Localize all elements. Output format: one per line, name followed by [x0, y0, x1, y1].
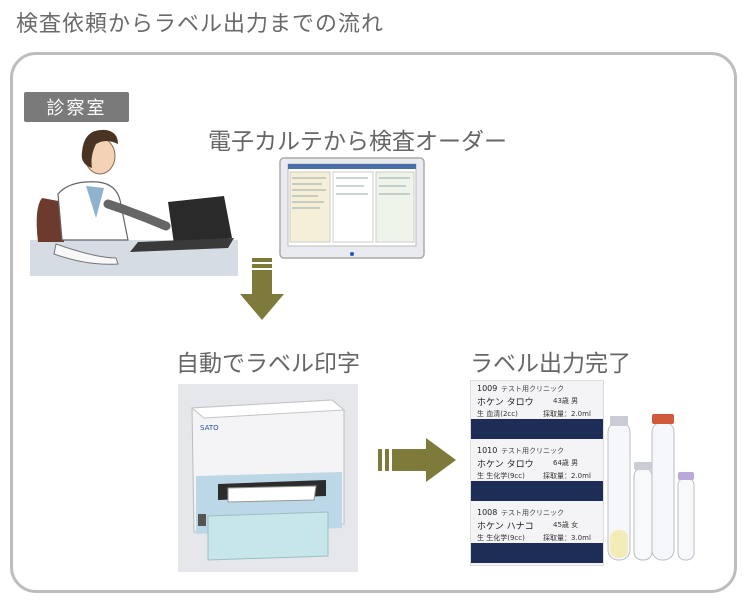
label-patient-name: ホケン ハナコ: [477, 522, 534, 532]
emr-panel-center: [332, 171, 374, 243]
label-age-sex: 64歳 男: [553, 459, 579, 467]
label-barcode-band: [471, 481, 603, 501]
label-number: 1010: [477, 446, 498, 455]
arm: [103, 199, 171, 231]
emr-panel-left: [289, 171, 331, 243]
label-clinic: テスト用クリニック: [501, 447, 564, 455]
label-sheet: 1009 テスト用クリニック ホケン タロウ 43歳 男 生 血清(2cc) 採…: [470, 380, 604, 566]
emr-text-lines: [292, 177, 410, 209]
label-item: 1009 テスト用クリニック ホケン タロウ 43歳 男 生 血清(2cc) 採…: [471, 381, 603, 441]
arrow-down-bar-2: [252, 264, 272, 268]
hair: [81, 129, 118, 168]
emr-monitor: [279, 157, 425, 259]
label-tube: 生 血清(2cc): [477, 410, 518, 418]
label-clinic: テスト用クリニック: [501, 385, 564, 393]
power-led: [350, 252, 354, 256]
label-printer: SATO: [178, 384, 358, 572]
printer-button: [198, 514, 206, 526]
label-item: 1010 テスト用クリニック ホケン タロウ 64歳 男 生 生化学(9cc) …: [471, 443, 603, 503]
arrow-right-bar-1: [378, 449, 382, 471]
label-tube: 生 生化学(9cc): [477, 472, 525, 480]
tube-small-right: [677, 472, 695, 561]
arrow-right: [378, 438, 456, 482]
arrow-down-bar-1: [252, 258, 272, 262]
arrow-right-bar-2: [385, 449, 389, 471]
emr-panel-right: [375, 171, 415, 243]
label-item: 1008 テスト用クリニック ホケン ハナコ 45歳 女 生 生化学(9cc) …: [471, 505, 603, 565]
emr-titlebar: [288, 164, 416, 169]
arrow-right-head: [426, 438, 456, 482]
printed-label: [227, 485, 317, 503]
shirt: [86, 186, 104, 218]
arrow-down-shaft: [252, 270, 272, 294]
label-number: 1009: [477, 384, 498, 393]
label-patient-name: ホケン タロウ: [477, 460, 534, 470]
printer-top: [190, 399, 346, 419]
label-number: 1008: [477, 508, 498, 517]
tube-small-center: [633, 462, 653, 561]
label-tube: 生 生化学(9cc): [477, 534, 525, 542]
label-volume: 採取量：2.0ml: [543, 472, 591, 480]
label-roll: [207, 511, 329, 561]
printer-brand: SATO: [200, 424, 219, 432]
lab-coat: [57, 181, 129, 241]
label-age-sex: 43歳 男: [553, 397, 579, 405]
flow-frame: [10, 52, 737, 593]
tube-large-left: [607, 416, 631, 561]
diagram-title: 検査依頼からラベル出力までの流れ: [16, 12, 385, 37]
step-done-label: ラベル出力完了: [470, 351, 631, 377]
label-barcode-band: [471, 543, 603, 563]
tube-large-right: [651, 414, 675, 561]
arrow-down: [240, 258, 284, 320]
test-tubes: [607, 414, 695, 561]
step-print-label: 自動でラベル印字: [176, 351, 360, 377]
room-badge: 診察室: [24, 92, 129, 122]
label-clinic: テスト用クリニック: [501, 509, 564, 517]
label-age-sex: 45歳 女: [553, 521, 579, 529]
laptop-base: [130, 238, 234, 252]
label-volume: 採取量：3.0ml: [543, 534, 591, 542]
arrow-down-head: [240, 294, 284, 320]
chair: [36, 198, 64, 242]
arrow-right-shaft: [392, 449, 428, 471]
doctor-illustration: [30, 129, 238, 276]
label-patient-name: ホケン タロウ: [477, 398, 534, 408]
papers: [53, 243, 119, 265]
laptop-screen: [168, 196, 232, 244]
label-barcode-band: [471, 419, 603, 439]
step-order-label: 電子カルテから検査オーダー: [208, 129, 507, 155]
label-volume: 採取量：2.0ml: [543, 410, 591, 418]
